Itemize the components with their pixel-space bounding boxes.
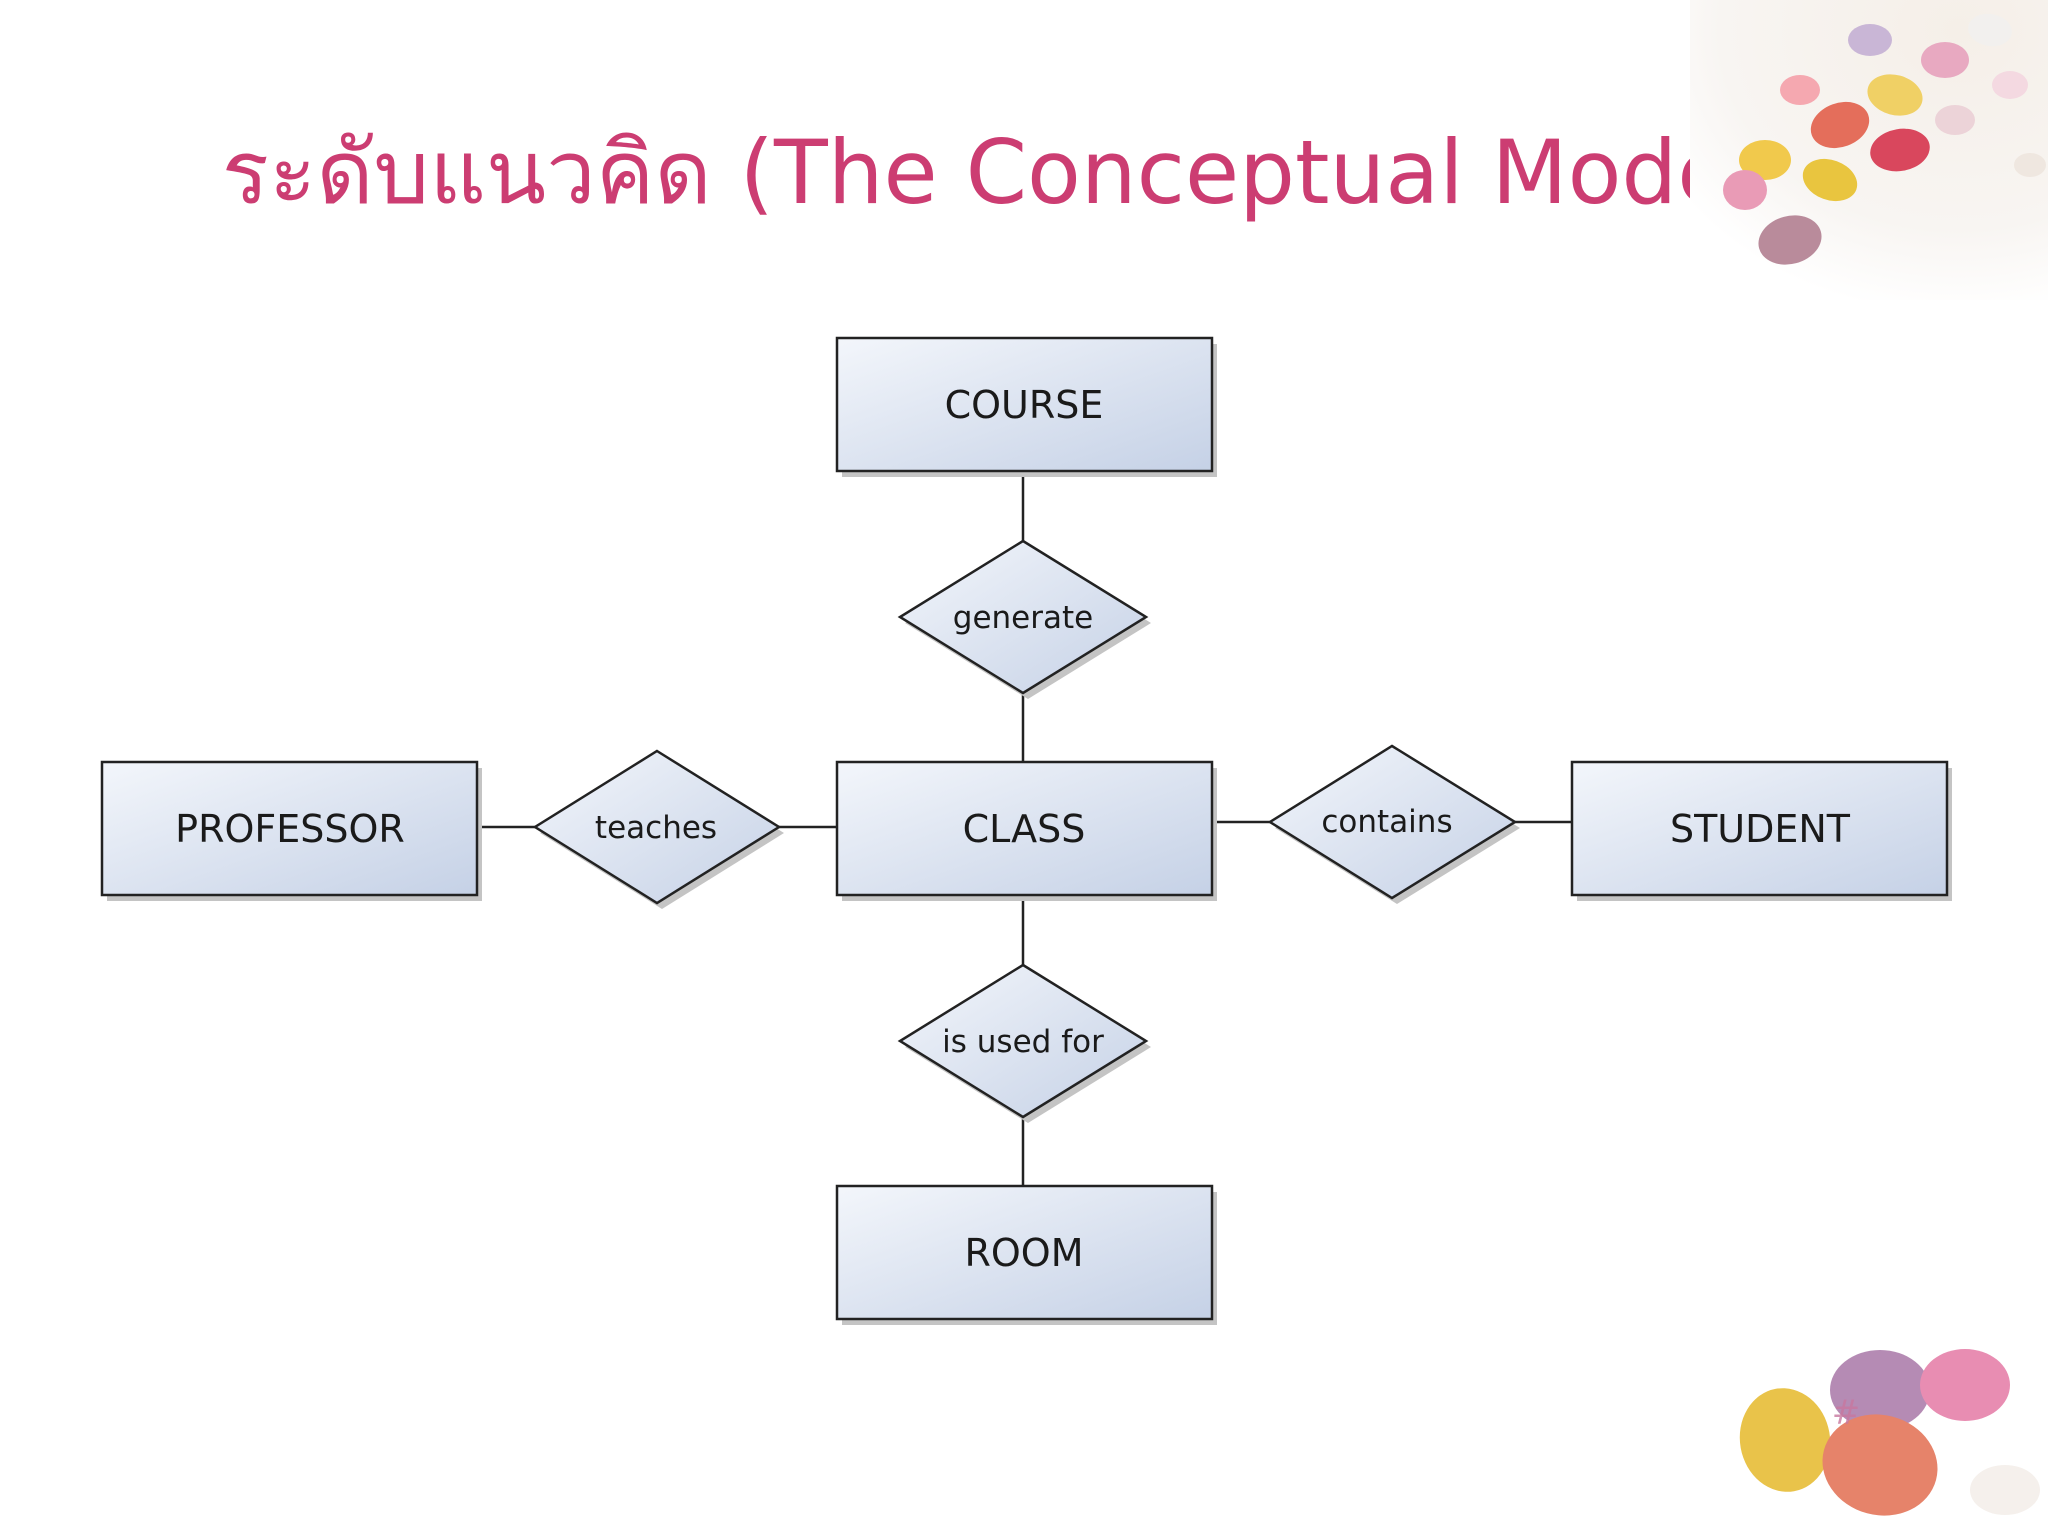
relationship-teaches-label: teaches (595, 810, 717, 846)
connector-lines (477, 471, 1572, 1186)
relationship-contains[interactable]: contains (1267, 744, 1520, 904)
entity-course-label: COURSE (945, 383, 1104, 427)
relationship-generate-label: generate (953, 600, 1093, 636)
relationship-contains-label: contains (1321, 804, 1452, 840)
candy-eggs-decoration-top (1690, 0, 2048, 300)
entity-course[interactable]: COURSE (835, 336, 1217, 477)
entity-room-label: ROOM (964, 1231, 1083, 1275)
entity-class[interactable]: CLASS (835, 760, 1217, 901)
relationship-teaches[interactable]: teaches (532, 749, 784, 909)
relationship-generate[interactable]: generate (897, 539, 1151, 699)
relationship-used-for-label: is used for (942, 1024, 1104, 1060)
entity-professor[interactable]: PROFESSOR (100, 760, 482, 901)
relationship-used-for[interactable]: is used for (897, 963, 1151, 1123)
entity-professor-label: PROFESSOR (175, 807, 405, 851)
candy-eggs-decoration-bottom (1739, 1349, 2040, 1516)
entity-student[interactable]: STUDENT (1570, 760, 1952, 901)
entity-class-label: CLASS (963, 807, 1086, 851)
slide-title: ระดับแนวคิด (The Conceptual Model) (221, 121, 1791, 224)
entity-room[interactable]: ROOM (835, 1184, 1217, 1325)
entity-student-label: STUDENT (1670, 807, 1851, 851)
slide-number: # (1831, 1393, 1861, 1433)
